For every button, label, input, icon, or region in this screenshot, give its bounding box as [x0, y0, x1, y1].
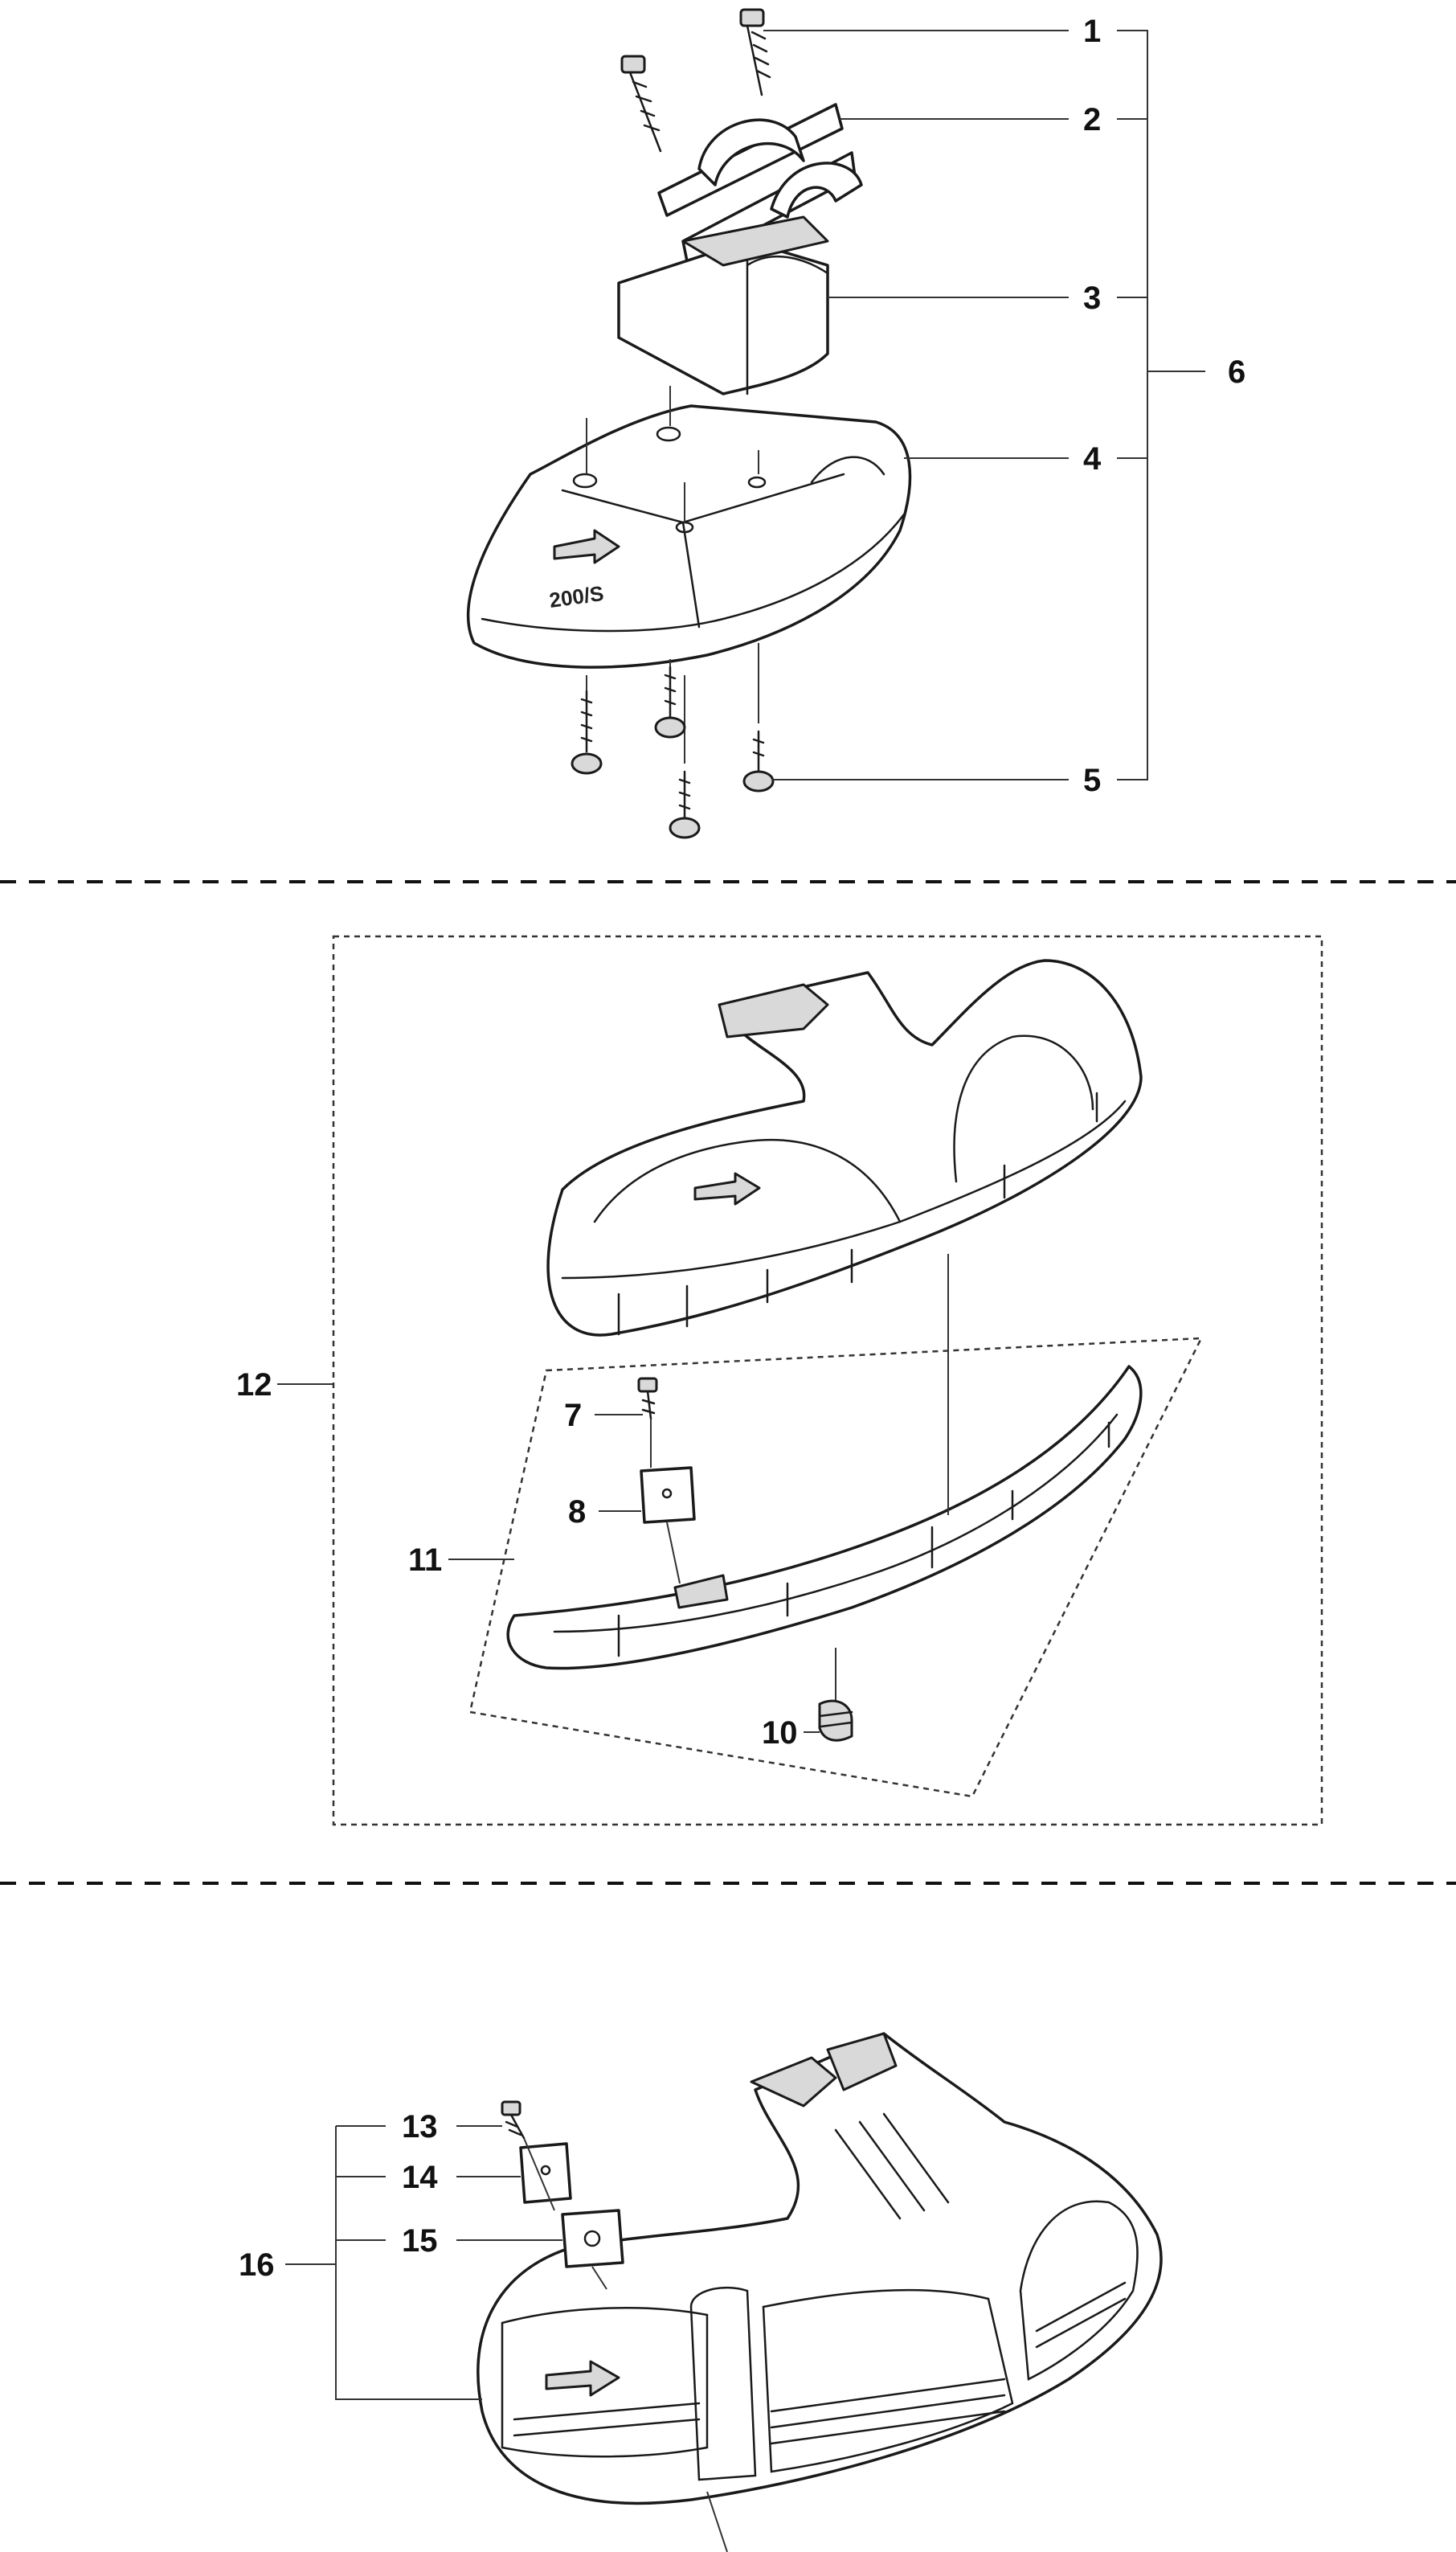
callout-8: 8 [568, 1494, 586, 1530]
plate-8 [640, 1466, 696, 1524]
kit-boundary-12 [332, 935, 1323, 1826]
bolt-4 [742, 730, 775, 793]
bolt-1 [571, 690, 603, 775]
plate-14 [519, 2142, 572, 2204]
callout-15: 15 [402, 2223, 438, 2259]
clip-10 [818, 1699, 853, 1742]
callout-3: 3 [1083, 281, 1101, 316]
section-guard-assembly: 200/S [466, 8, 1245, 839]
callout-7: 7 [564, 1398, 582, 1433]
callout-10: 10 [762, 1715, 798, 1751]
callout-12: 12 [236, 1367, 272, 1403]
mount-block-part [617, 215, 829, 395]
bolt-3 [669, 770, 701, 839]
full-guard-part [476, 2032, 1163, 2552]
callout-11: 11 [408, 1542, 442, 1578]
callout-5: 5 [1083, 763, 1101, 798]
plate-15 [561, 2209, 624, 2268]
callout-leaders-section-2 [277, 1383, 820, 1733]
callout-4: 4 [1083, 441, 1102, 477]
callout-13: 13 [402, 2109, 438, 2144]
upper-guard-part [546, 959, 1143, 1337]
section-full-guard: 13 14 15 16 [239, 2032, 1163, 2552]
callout-leaders-section-1 [763, 30, 1205, 780]
callout-6: 6 [1228, 354, 1245, 390]
section-guard-skirt: 7 8 10 11 12 [236, 935, 1323, 1826]
screw-7 [637, 1377, 658, 1420]
bolts-part [571, 643, 775, 839]
callout-16: 16 [239, 2247, 275, 2283]
screw-13 [501, 2100, 526, 2140]
screw-top-left [620, 55, 662, 153]
bolt-2 [654, 666, 686, 739]
callout-2: 2 [1083, 102, 1101, 137]
callout-14: 14 [402, 2160, 438, 2195]
screw-top-right [739, 8, 771, 96]
guard-part: 200/S [466, 386, 912, 669]
skirt-part [506, 1365, 1143, 1670]
callout-1: 1 [1083, 14, 1101, 49]
callout-leaders-section-3 [285, 2125, 562, 2400]
